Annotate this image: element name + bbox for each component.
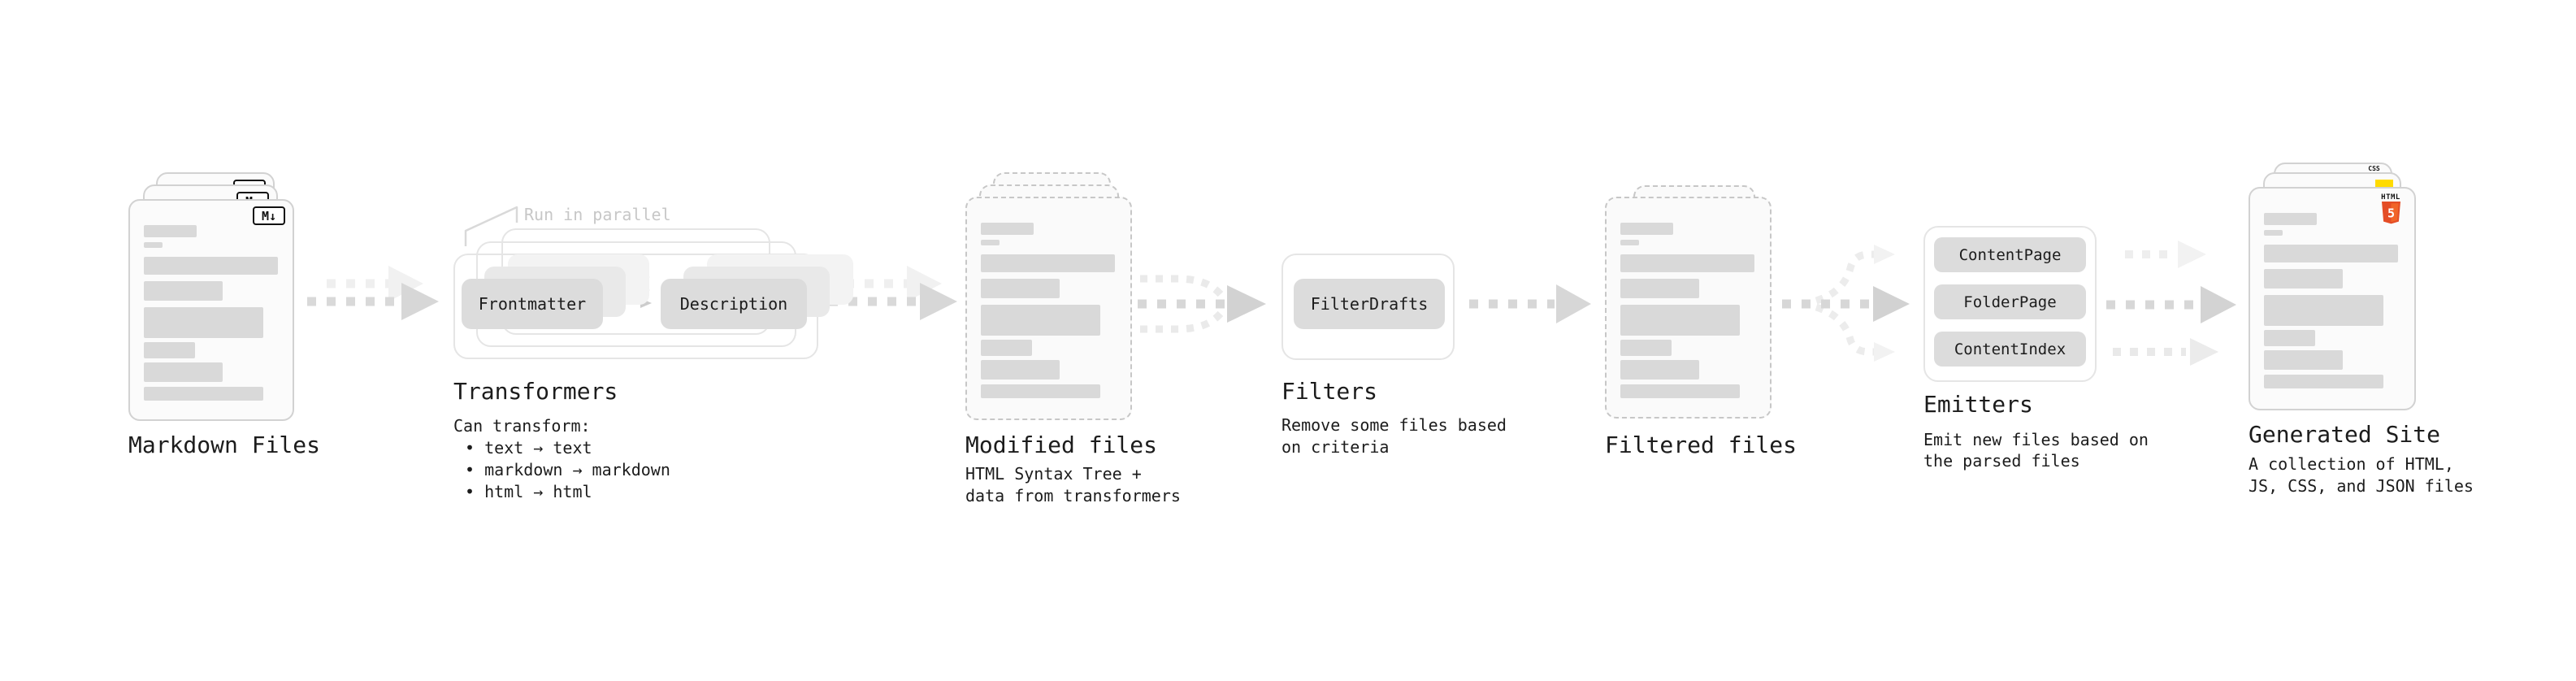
- desc-line: data from transformers: [965, 486, 1181, 505]
- text-bar: [144, 342, 195, 358]
- modified-files-description: HTML Syntax Tree + data from transformer…: [965, 463, 1181, 507]
- arrow-markdown-to-transformers: [307, 266, 439, 320]
- text-bar: [981, 223, 1034, 235]
- filters-description: Remove some files based on criteria: [1281, 414, 1507, 458]
- modified-file-card-front: [965, 197, 1132, 420]
- css-icon-label: CSS: [2368, 165, 2380, 172]
- contentpage-emitter-box: ContentPage: [1934, 237, 2086, 272]
- filtered-file-card-front: [1605, 197, 1772, 419]
- emitters-description: Emit new files based on the parsed files: [1923, 429, 2149, 471]
- text-bar: [1620, 223, 1673, 235]
- desc-line: • text → text: [465, 438, 592, 458]
- generated-site-description: A collection of HTML, JS, CSS, and JSON …: [2249, 453, 2474, 497]
- folderpage-emitter-box: FolderPage: [1934, 284, 2086, 319]
- text-bar: [981, 254, 1115, 272]
- text-bar: [1620, 360, 1699, 380]
- arrow-filtered-to-emitters: [1782, 245, 1910, 362]
- filters-label: Filters: [1281, 378, 1378, 405]
- html5-icon-label: HTML: [2381, 193, 2400, 202]
- text-bar: [144, 362, 223, 382]
- text-bar: [981, 240, 1000, 245]
- html5-icon: HTML 5: [2380, 193, 2401, 228]
- text-bar: [144, 387, 263, 401]
- text-bar: [1620, 384, 1740, 398]
- html5-shield: 5: [2381, 202, 2400, 224]
- arrow-emitters-to-generated: [2106, 241, 2236, 366]
- desc-line: • html → html: [465, 482, 592, 501]
- document-content-placeholder: [2264, 189, 2400, 388]
- document-content-placeholder: [144, 201, 279, 401]
- description-transformer-box: Description: [661, 279, 807, 329]
- text-bar: [981, 360, 1060, 380]
- desc-line: the parsed files: [1923, 451, 2080, 471]
- filtered-files-label: Filtered files: [1605, 432, 1798, 458]
- document-content-placeholder: [1620, 198, 1756, 398]
- desc-line: Can transform:: [453, 416, 591, 436]
- desc-line: on criteria: [1281, 437, 1390, 457]
- emitters-label: Emitters: [1923, 391, 2033, 418]
- text-bar: [2264, 213, 2317, 225]
- text-bar: [144, 257, 278, 275]
- text-bar: [2264, 295, 2383, 326]
- contentindex-emitter-box: ContentIndex: [1934, 332, 2086, 367]
- text-bar: [981, 305, 1100, 336]
- text-bar: [2264, 350, 2343, 370]
- arrow-modified-to-filters: [1138, 275, 1266, 333]
- text-bar: [2264, 230, 2283, 236]
- svg-text:5: 5: [2387, 206, 2394, 221]
- arrow-filters-to-filtered: [1469, 284, 1591, 323]
- text-bar: [981, 384, 1100, 398]
- markdown-file-card-front: M↓: [128, 199, 294, 421]
- desc-line: Remove some files based: [1281, 415, 1507, 435]
- text-bar: [1620, 254, 1754, 272]
- emitters-container: [1923, 226, 2097, 382]
- desc-line: A collection of HTML,: [2249, 454, 2454, 474]
- text-bar: [1620, 340, 1672, 356]
- run-in-parallel-annotation: Run in parallel: [524, 205, 671, 224]
- desc-line: Emit new files based on: [1923, 430, 2149, 449]
- filters-container: [1281, 254, 1455, 360]
- javascript-icon: [2375, 180, 2393, 189]
- transformers-label: Transformers: [453, 378, 618, 405]
- text-bar: [144, 242, 163, 248]
- generated-site-label: Generated Site: [2249, 421, 2441, 448]
- text-bar: [144, 307, 263, 338]
- text-bar: [1620, 305, 1740, 336]
- generated-file-card-html: HTML 5: [2249, 187, 2416, 410]
- desc-line: JS, CSS, and JSON files: [2249, 476, 2474, 496]
- document-content-placeholder: [981, 198, 1117, 398]
- text-bar: [981, 340, 1032, 356]
- markdown-files-label: Markdown Files: [128, 432, 321, 458]
- text-bar: [144, 281, 223, 301]
- text-bar: [144, 225, 197, 237]
- modified-files-label: Modified files: [965, 432, 1158, 458]
- text-bar: [2264, 330, 2315, 346]
- text-bar: [2264, 269, 2343, 288]
- text-bar: [1620, 279, 1699, 298]
- text-bar: [2264, 375, 2383, 388]
- text-bar: [1620, 240, 1639, 245]
- desc-line: • markdown → markdown: [465, 460, 670, 479]
- transformers-description: Can transform: • text → text • markdown …: [453, 415, 670, 503]
- text-bar: [981, 279, 1060, 298]
- desc-line: HTML Syntax Tree +: [965, 464, 1142, 484]
- markdown-icon: M↓: [253, 206, 285, 225]
- text-bar: [2264, 245, 2398, 262]
- frontmatter-transformer-box: Frontmatter: [462, 279, 603, 329]
- filterdrafts-box: FilterDrafts: [1294, 279, 1445, 329]
